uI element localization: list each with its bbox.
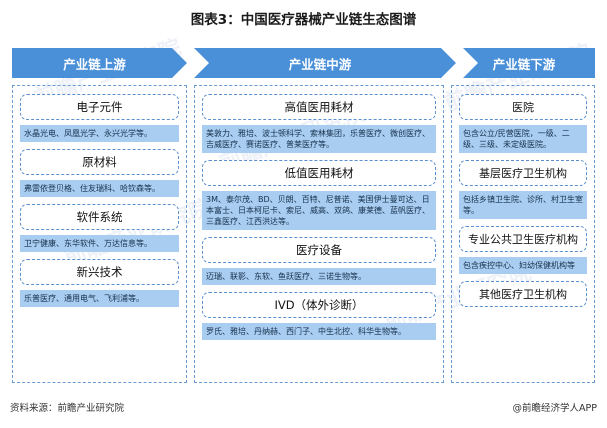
group-content-ivd: 罗氏、雅培、丹纳赫、西门子、中生北控、科华生物等。 — [202, 323, 436, 341]
group-content-medical-equipment: 迈瑞、联影、东软、鱼跃医疗、三诺生物等。 — [202, 268, 436, 286]
group-content-software-systems: 卫宁健康、东华软件、万达信息等。 — [20, 235, 179, 253]
group-content-raw-materials: 弗雷依登贝格、住友瑞科、哈钦森等。 — [20, 180, 179, 198]
group-label-electronic-components: 电子元件 — [20, 94, 179, 120]
group-content-low-value-consumables: 3M、泰尔茂、BD、贝朗、百特、尼普诺、美国伊士曼可达、日本富士、日本柯尼卡、索… — [202, 191, 436, 231]
stage-arrow-label: 产业链上游 — [63, 56, 126, 72]
source-note: 资料来源：前瞻产业研究院 — [10, 403, 125, 414]
group-label-low-value-consumables: 低值医用耗材 — [202, 160, 436, 187]
stage-arrow-upstream: 产业链上游 — [12, 48, 187, 78]
stage-column-midstream: 高值医用耗材 美敦力、雅培、波士顿科学、索林集团，乐普医疗、微创医疗、吉威医疗、… — [194, 85, 444, 383]
group-label-ivd: IVD（体外诊断） — [202, 292, 436, 319]
group-label-software-systems: 软件系统 — [20, 204, 179, 231]
stage-arrow-band: 产业链上游 产业链中游 产业链下游 — [12, 48, 595, 78]
brand-note: @前瞻经济学人APP — [512, 403, 597, 414]
group-content-electronic-components: 水晶光电、凤凰光学、永兴光学等。 — [20, 125, 179, 143]
stage-arrow-downstream: 产业链下游 — [463, 48, 595, 78]
group-label-hospitals: 医院 — [459, 94, 587, 120]
group-label-medical-equipment: 医疗设备 — [202, 237, 436, 264]
stage-arrow-midstream: 产业链中游 — [194, 48, 456, 78]
group-label-public-health: 专业公共卫生医疗机构 — [459, 226, 587, 253]
stage-column-downstream: 医院 包含公立/民营医院，一级、二级、三级、未定级医院。 基层医疗卫生机构 包括… — [451, 85, 595, 383]
group-label-primary-care: 基层医疗卫生机构 — [459, 160, 587, 187]
group-label-raw-materials: 原材料 — [20, 149, 179, 176]
stage-arrow-label: 产业链下游 — [492, 56, 556, 72]
group-content-hospitals: 包含公立/民营医院，一级、二级、三级、未定级医院。 — [459, 125, 587, 154]
stage-column-upstream: 电子元件 水晶光电、凤凰光学、永兴光学等。 原材料 弗雷依登贝格、住友瑞科、哈钦… — [12, 85, 187, 383]
page-title: 图表3：中国医疗器械产业链生态图谱 — [190, 12, 417, 28]
group-label-emerging-technology: 新兴技术 — [20, 259, 179, 286]
group-label-high-value-consumables: 高值医用耗材 — [202, 94, 436, 120]
group-content-primary-care: 包括乡镇卫生院、诊所、村卫生室等。 — [459, 191, 587, 220]
stage-arrow-label: 产业链中游 — [288, 56, 352, 72]
group-content-public-health: 包含疾控中心、妇幼保健机构等 — [459, 257, 587, 275]
group-content-high-value-consumables: 美敦力、雅培、波士顿科学、索林集团，乐普医疗、微创医疗、吉威医疗、赛诺医疗、普莱… — [202, 125, 436, 154]
group-content-emerging-technology: 乐普医疗、通用电气、飞利浦等。 — [20, 290, 179, 308]
group-label-other-institutions: 其他医疗卫生机构 — [459, 281, 587, 308]
